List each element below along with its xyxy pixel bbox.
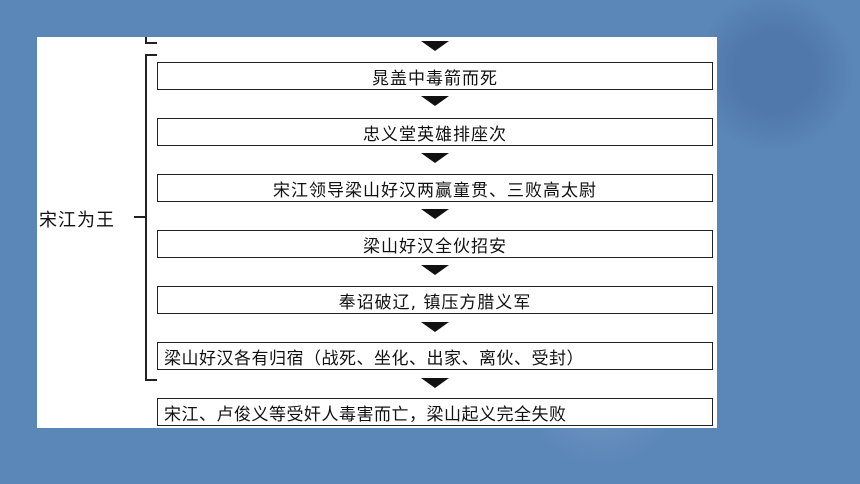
group-label: 宋江为王: [39, 210, 115, 231]
prev-bracket-vertical: [145, 37, 147, 43]
step-box-3: 宋江领导梁山好汉两赢童贯、三败高太尉: [157, 174, 713, 202]
step-box-1: 晁盖中毒箭而死: [157, 62, 713, 90]
final-step-box: 宋江、卢俊义等受奸人毒害而亡，梁山起义完全失败: [157, 398, 713, 426]
step-box-5: 奉诏破辽, 镇压方腊义军: [157, 286, 713, 314]
bracket-bottom: [145, 379, 157, 381]
flow-arrow: [421, 322, 449, 332]
flow-arrow: [421, 265, 449, 275]
step-box-4: 梁山好汉全伙招安: [157, 230, 713, 258]
flow-arrow: [421, 96, 449, 106]
step-box-6: 梁山好汉各有归宿（战死、坐化、出家、离伙、受封）: [157, 342, 713, 370]
bracket-top: [145, 54, 157, 56]
flow-arrow: [421, 209, 449, 219]
flow-arrow: [421, 153, 449, 163]
flow-arrow: [421, 378, 449, 388]
bracket-connector: [134, 216, 146, 218]
step-box-2: 忠义堂英雄排座次: [157, 118, 713, 146]
flow-arrow: [421, 41, 449, 51]
prev-bracket-bottom: [145, 42, 157, 44]
